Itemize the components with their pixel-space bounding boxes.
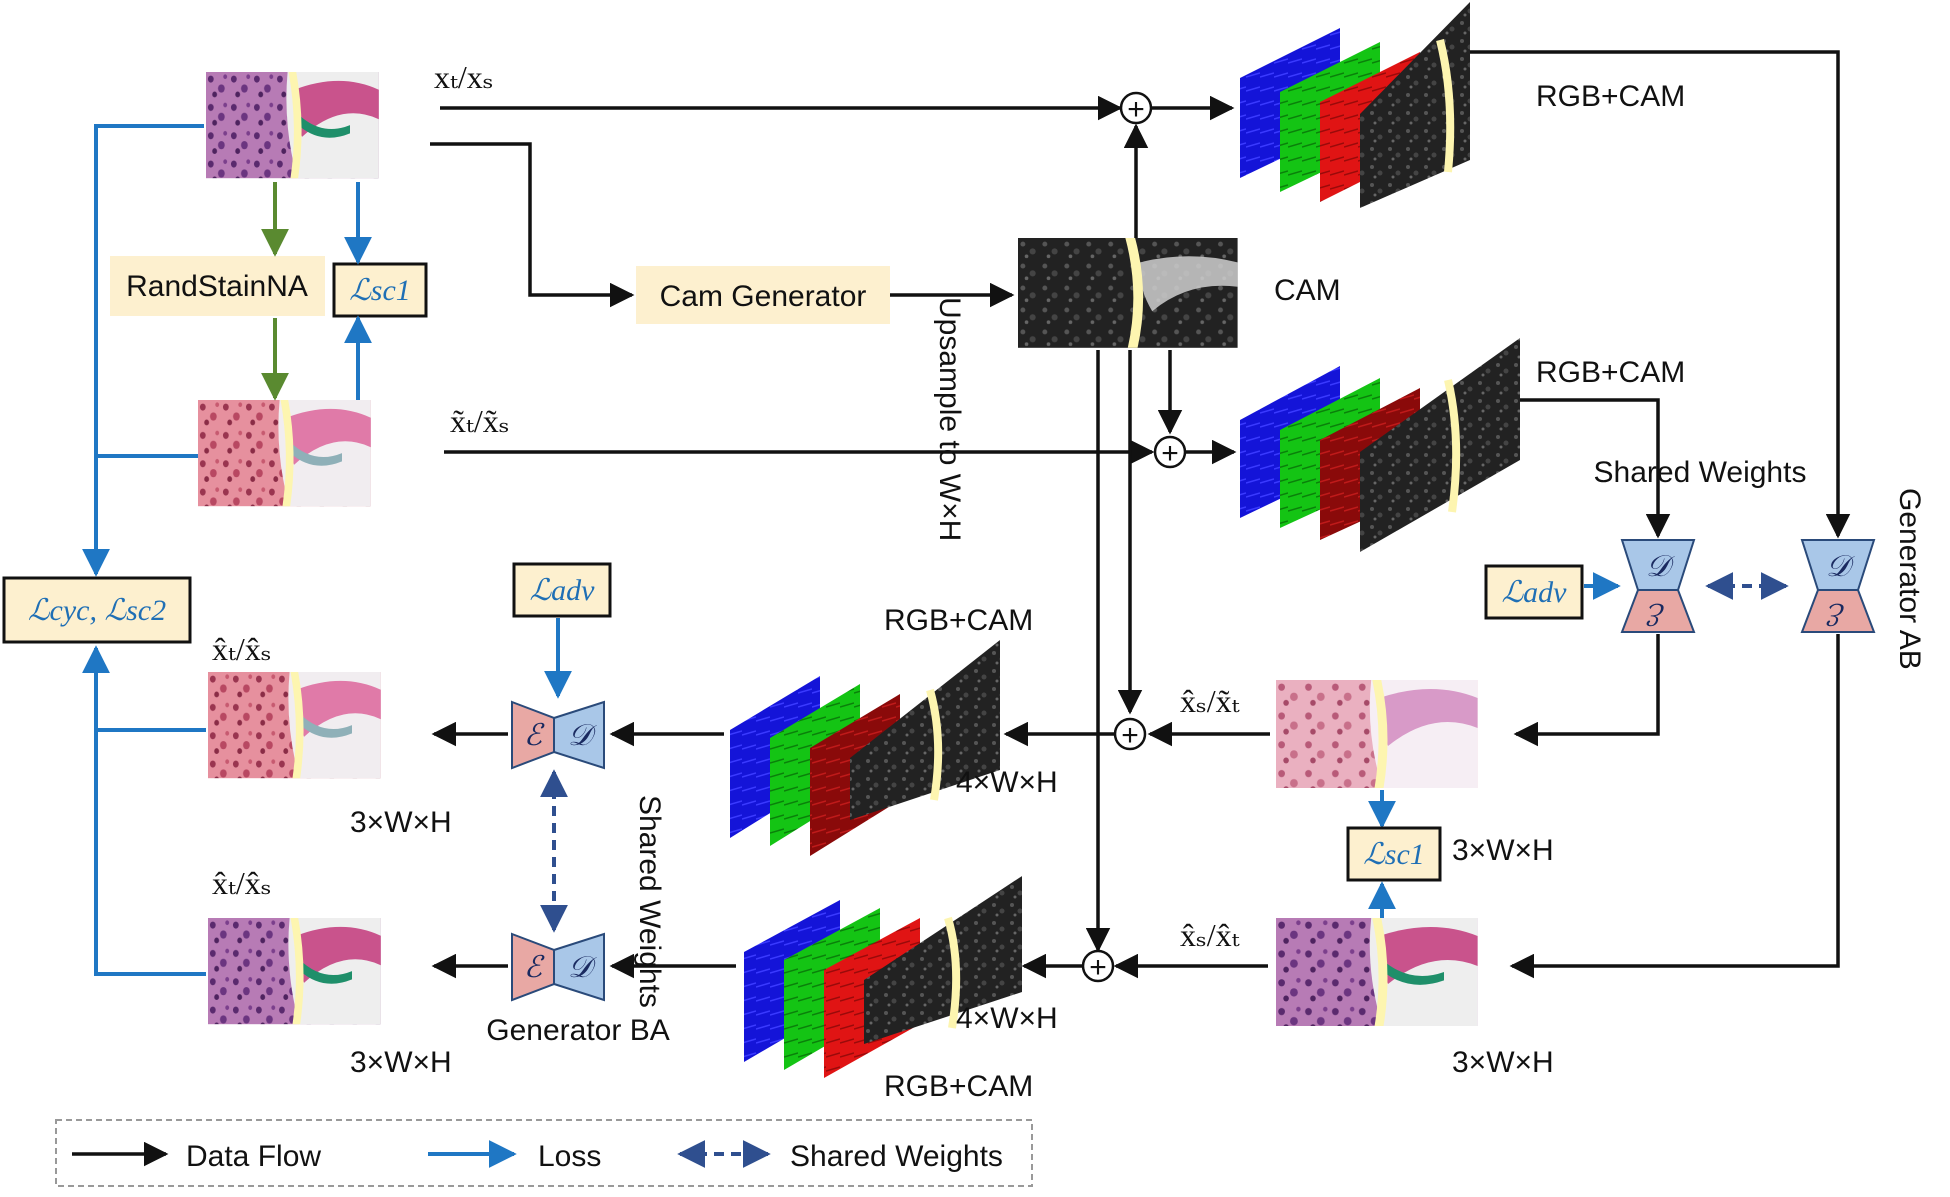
encoder-symbol: ℰ (1826, 597, 1847, 630)
label-x-hat-tilde-mid: x̂ₛ/x̃ₜ (1180, 683, 1240, 719)
label-x-tilde: x̃ₜ/x̃ₛ (450, 403, 510, 439)
loss-sc1-box-top (332, 262, 428, 318)
encoder-symbol: ℰ (524, 719, 545, 752)
rgb-cam-label-bottom: RGB+CAM (884, 1070, 1033, 1103)
legend-shared-weights: Shared Weights (790, 1140, 1003, 1173)
rgb-cam-stack-bottom (744, 876, 1022, 1078)
dim-label-mid: 4×W×H (956, 766, 1058, 799)
concat-op-top (1119, 91, 1153, 125)
label-x-hat-mid: x̂ₛ/x̂ₜ (1180, 917, 1240, 953)
generator-ba-label: Generator BA (486, 1014, 669, 1047)
loss-cyc-sc2-box (2, 576, 192, 644)
input-image-x (206, 72, 379, 179)
loss-sc1-top: ℒsc1 (349, 274, 411, 307)
randstain-box[interactable] (110, 256, 325, 316)
rgb-cam-stack-top (1240, 2, 1470, 208)
encoder-symbol: ℰ (1646, 597, 1667, 630)
label-x-hat-tilde-out: x̂ₜ/x̂ₛ (212, 631, 272, 667)
loss-cyc-sc2: ℒcyc, ℒsc2 (28, 594, 166, 627)
rgb-cam-stack-mid (730, 640, 1000, 856)
loss-adv-right: ℒadv (1502, 576, 1568, 609)
rgb-cam-label-top: RGB+CAM (1536, 80, 1685, 113)
output-image-x-hat-tilde (208, 672, 381, 779)
dim-label-bottom: 4×W×H (956, 1002, 1058, 1035)
concat-op-second (1153, 435, 1187, 469)
upsample-label: Upsample to W×H (933, 297, 966, 541)
augmented-image-xtilde (198, 400, 371, 507)
shared-weights-label-ba: Shared Weights (633, 795, 666, 1008)
dim-label-mid-right: 3×W×H (1452, 834, 1554, 867)
legend-loss: Loss (538, 1140, 601, 1173)
plus-symbol: + (1089, 951, 1107, 984)
generator-ab-label: Generator AB (1893, 488, 1926, 670)
generator-ba-top[interactable]: ℰ 𝒟 (511, 700, 605, 770)
dim-label-out-bottom: 3×W×H (350, 1046, 452, 1079)
cam-generator-box[interactable] (636, 266, 890, 324)
plus-symbol: + (1161, 437, 1179, 470)
plus-symbol: + (1121, 719, 1139, 752)
legend-data-flow: Data Flow (186, 1140, 321, 1173)
output-image-x-hat (208, 918, 381, 1025)
loss-adv-left: ℒadv (530, 574, 596, 607)
loss-adv-box-right (1484, 564, 1584, 620)
randstain-label: RandStainNA (126, 270, 308, 303)
generator-ab-left[interactable]: 𝒟 ℰ (1620, 539, 1696, 633)
rgb-cam-label-mid: RGB+CAM (884, 604, 1033, 637)
concat-op-mid (1113, 717, 1147, 751)
shared-weights-label-ab: Shared Weights (1594, 456, 1807, 489)
cam-map (1018, 238, 1238, 348)
cam-label: CAM (1274, 274, 1341, 307)
cam-generator-label: Cam Generator (660, 280, 867, 313)
generated-image-x-hat (1276, 918, 1478, 1026)
generator-ba-bottom[interactable]: ℰ 𝒟 (511, 932, 605, 1002)
label-x-hat-out: x̂ₜ/x̂ₛ (212, 865, 272, 901)
dim-label-out-top: 3×W×H (350, 806, 452, 839)
dim-label-bottom-right: 3×W×H (1452, 1046, 1554, 1079)
label-x-input: xₜ/xₛ (434, 59, 494, 95)
plus-symbol: + (1127, 93, 1145, 126)
generator-ab-right[interactable]: 𝒟 ℰ (1800, 539, 1876, 633)
encoder-symbol: ℰ (524, 951, 545, 984)
concat-op-bottom (1081, 949, 1115, 983)
loss-adv-box-left (512, 562, 612, 618)
generated-image-x-hat-tilde (1276, 680, 1478, 788)
legend-box (55, 1119, 1033, 1187)
loss-sc1-box-mid (1346, 826, 1442, 882)
loss-sc1-mid: ℒsc1 (1363, 838, 1425, 871)
rgb-cam-stack-second (1240, 338, 1520, 552)
rgb-cam-label-second: RGB+CAM (1536, 356, 1685, 389)
